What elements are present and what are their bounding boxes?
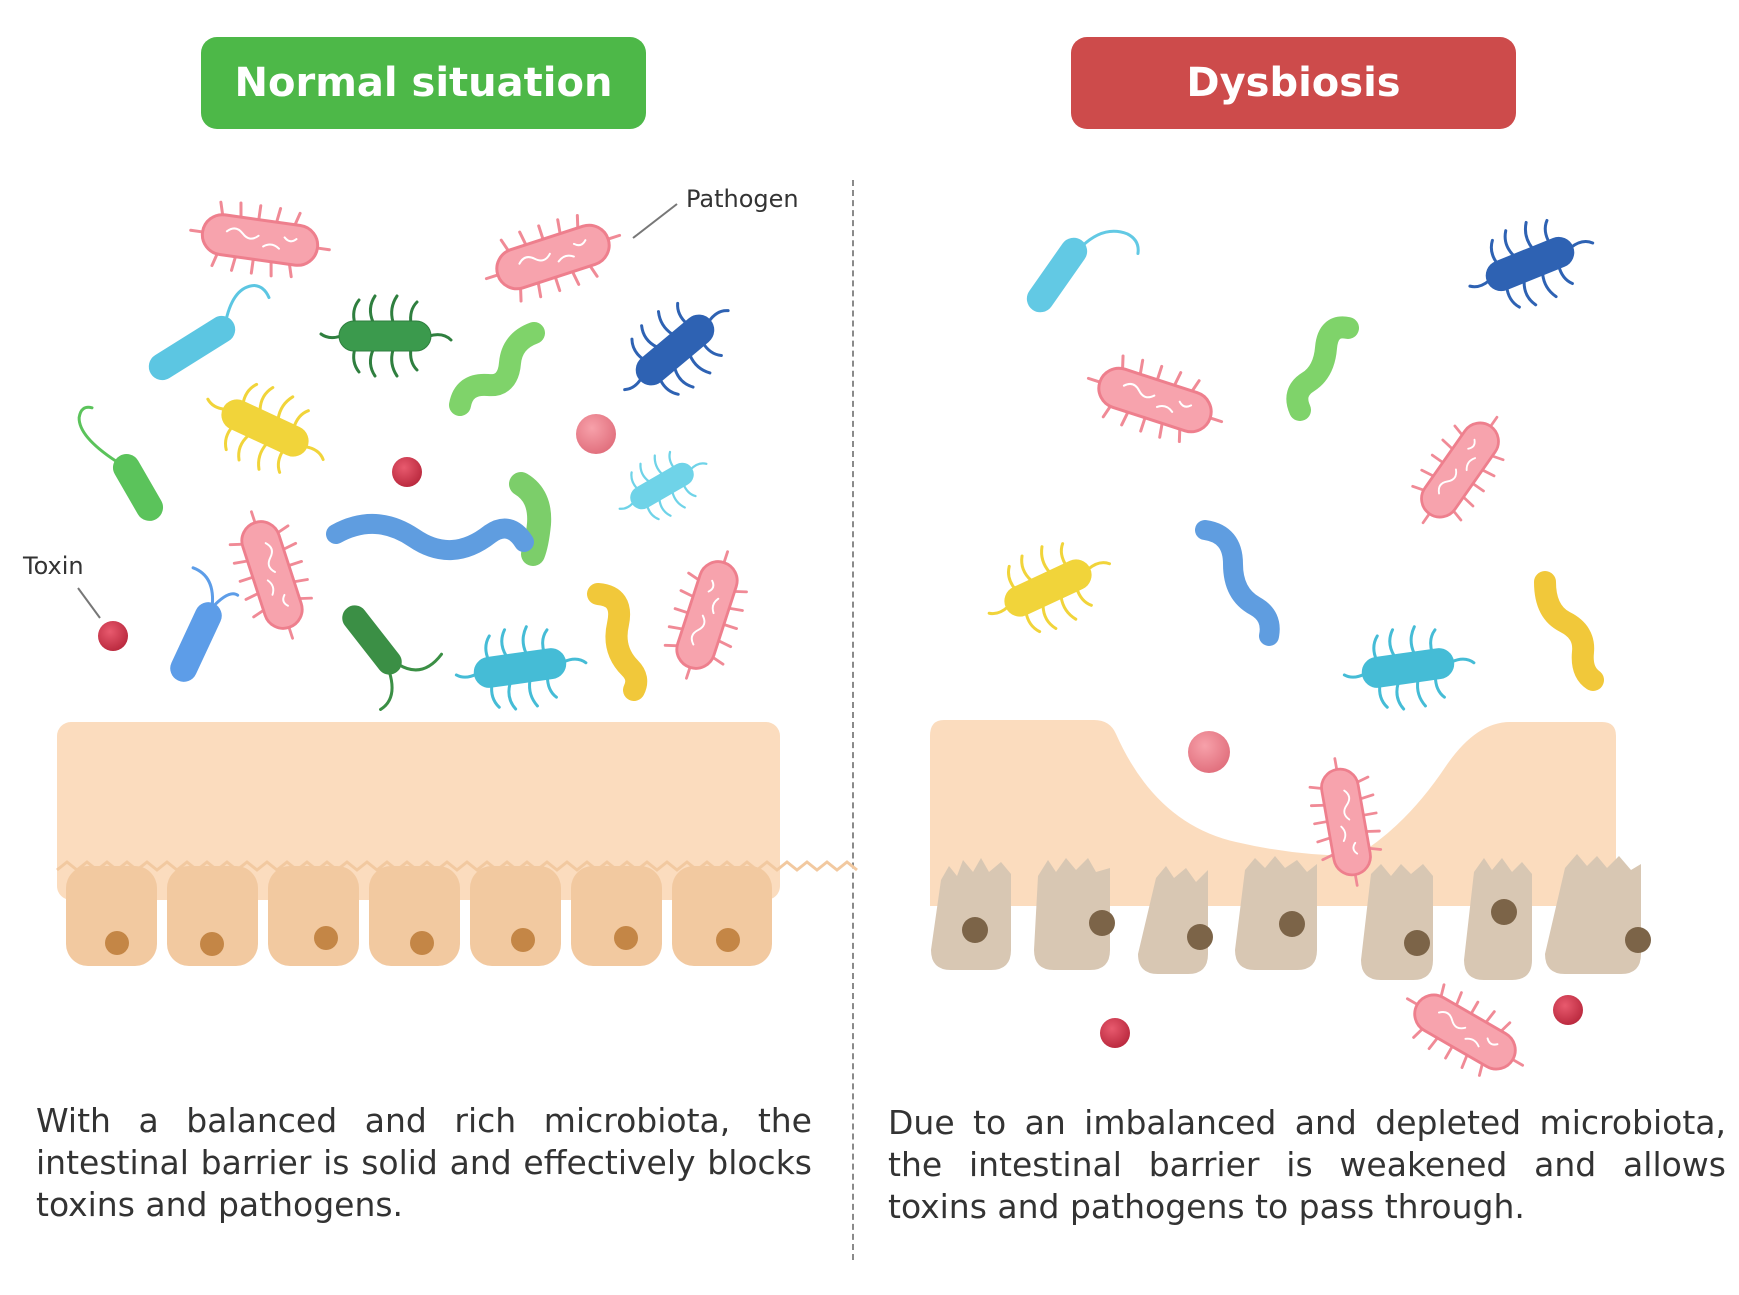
yellow-spiral-bacterium bbox=[598, 594, 636, 690]
normal-situation-caption: With a balanced and rich microbiota, the… bbox=[36, 1100, 812, 1226]
toxin-particle bbox=[576, 414, 616, 454]
yellow-spiral-bacterium bbox=[1545, 582, 1593, 680]
toxin-particle bbox=[1553, 995, 1583, 1025]
blue-spiral-bacterium bbox=[1205, 530, 1270, 636]
green-spiral-bacterium bbox=[460, 333, 534, 405]
toxin-particle bbox=[392, 457, 422, 487]
toxin-callout-line bbox=[78, 588, 100, 618]
cyan-spiky-bacterium bbox=[1339, 619, 1479, 716]
cyan-spiky-bacterium bbox=[451, 619, 591, 716]
pathogen-bacterium bbox=[1078, 346, 1232, 454]
dysbiosis-caption: Due to an imbalanced and depleted microb… bbox=[888, 1102, 1726, 1228]
toxin-label: Toxin bbox=[23, 552, 84, 580]
yellow-spiky-bacterium bbox=[973, 524, 1125, 651]
blue-flagellated-bacterium bbox=[147, 568, 240, 688]
pathogen-label: Pathogen bbox=[686, 185, 799, 213]
pathogen-bacterium bbox=[1391, 971, 1538, 1093]
green-flagellated-bacterium bbox=[73, 398, 167, 528]
blue-flagellated-bacterium bbox=[1022, 207, 1144, 341]
green-flagellated-bacterium bbox=[319, 580, 445, 709]
pathogen-callout-line bbox=[633, 204, 677, 238]
dark-blue-bacterium bbox=[600, 277, 751, 422]
toxin-particle bbox=[1188, 731, 1230, 773]
pathogen-bacterium bbox=[1397, 399, 1522, 540]
pathogen-bacterium bbox=[221, 502, 324, 648]
intact-intestinal-barrier bbox=[57, 722, 857, 966]
pathogen-bacterium bbox=[186, 197, 334, 284]
damaged-intestinal-barrier bbox=[930, 720, 1651, 980]
pathogen-bacterium bbox=[656, 542, 759, 688]
toxin-particle bbox=[1100, 1018, 1130, 1048]
cyan-spiky-bacterium bbox=[605, 435, 719, 536]
dark-blue-bacterium bbox=[1456, 202, 1607, 325]
toxin-particle bbox=[98, 621, 128, 651]
yellow-spiky-bacterium bbox=[190, 365, 342, 492]
blue-flagellated-bacterium bbox=[139, 280, 277, 385]
green-spiky-bacterium bbox=[321, 296, 451, 376]
pathogen-bacterium bbox=[476, 203, 630, 311]
green-spiral-bacterium bbox=[1297, 327, 1348, 410]
blue-spiral-bacterium bbox=[336, 524, 524, 550]
